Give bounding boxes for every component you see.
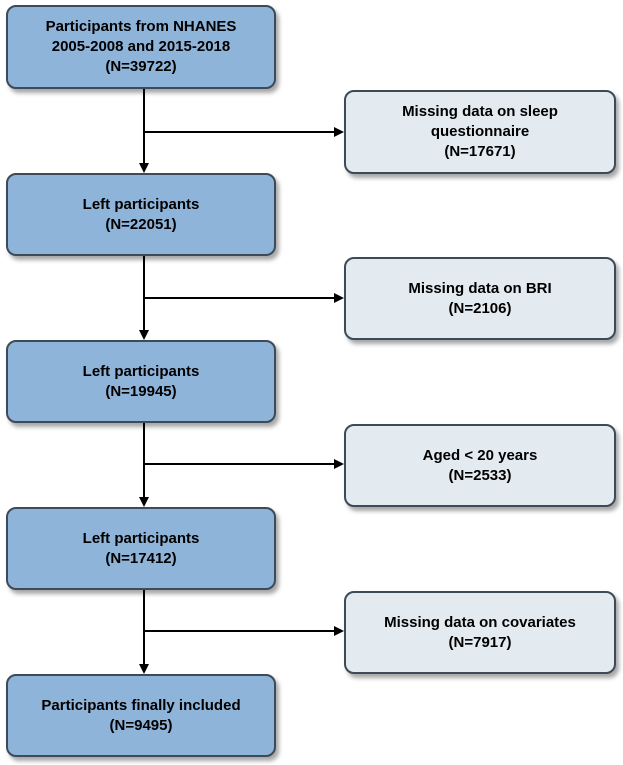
main-step-2-count: (N=22051) <box>105 215 177 233</box>
exclusion-4-line-1: Missing data on covariates <box>384 613 576 631</box>
main-step-3-line-1: Left participants <box>82 362 200 380</box>
main-step-4-line-1: Left participants <box>82 529 200 547</box>
exclusion-box-3: Aged < 20 years (N=2533) <box>344 424 616 507</box>
exclusion-2-count: (N=2106) <box>448 299 512 317</box>
main-step-1-count: (N=39722) <box>105 58 177 75</box>
exclusion-1-line-2: questionnaire <box>430 123 530 140</box>
exclusion-2-line-1: Missing data on BRI <box>408 279 552 297</box>
main-step-3: Left participants (N=19945) <box>6 340 276 423</box>
main-step-5: Participants finally included (N=9495) <box>6 674 276 757</box>
exclusion-1-line-1: Missing data on sleep <box>402 103 558 120</box>
exclusion-box-1: Missing data on sleep questionnaire (N=1… <box>344 90 616 174</box>
exclusion-4-count: (N=7917) <box>448 633 512 651</box>
main-step-1-line-2: 2005-2008 and 2015-2018 <box>51 38 231 55</box>
main-step-4: Left participants (N=17412) <box>6 507 276 590</box>
main-step-2: Left participants (N=22051) <box>6 173 276 256</box>
exclusion-box-4: Missing data on covariates (N=7917) <box>344 591 616 674</box>
exclusion-3-count: (N=2533) <box>448 466 512 484</box>
exclusion-box-2: Missing data on BRI (N=2106) <box>344 257 616 340</box>
main-step-5-line-1: Participants finally included <box>41 696 241 714</box>
exclusion-3-line-1: Aged < 20 years <box>422 446 538 464</box>
main-step-5-count: (N=9495) <box>109 716 173 734</box>
main-step-1-line-1: Participants from NHANES <box>45 18 237 35</box>
exclusion-1-count: (N=17671) <box>444 143 516 160</box>
main-step-3-count: (N=19945) <box>105 382 177 400</box>
main-step-1: Participants from NHANES 2005-2008 and 2… <box>6 5 276 89</box>
main-step-2-line-1: Left participants <box>82 195 200 213</box>
main-step-4-count: (N=17412) <box>105 549 177 567</box>
